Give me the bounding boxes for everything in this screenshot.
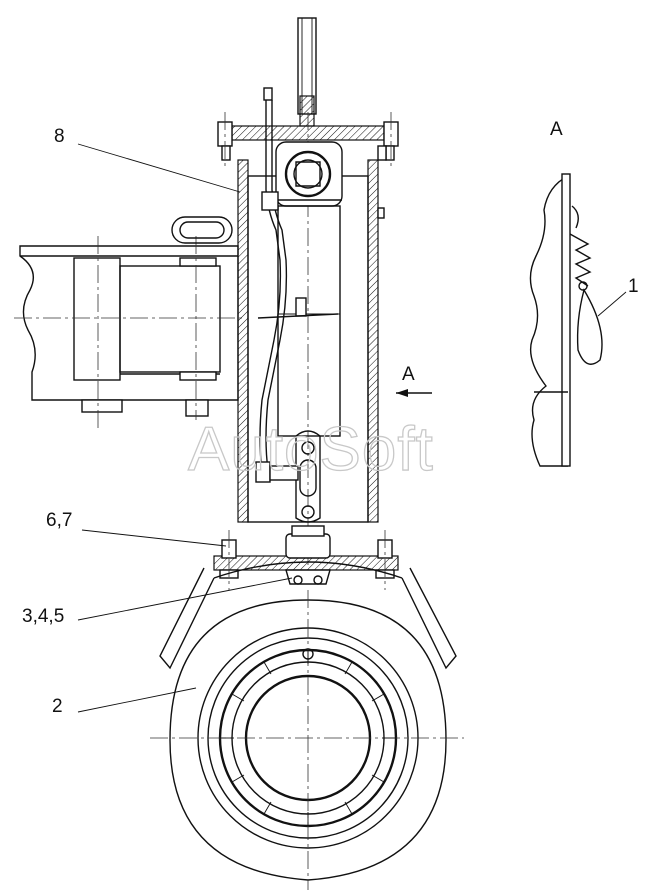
lower-clevis xyxy=(295,430,321,523)
mounting-bracket xyxy=(14,236,244,430)
housing-fittings xyxy=(377,145,387,219)
leader-lines xyxy=(77,143,627,713)
adjusting-rod xyxy=(297,17,317,127)
label-part-2: 2 xyxy=(52,696,63,717)
view-arrow-label: A xyxy=(402,364,415,385)
label-part-8: 8 xyxy=(54,126,65,147)
wheel xyxy=(150,590,464,890)
grip-handle xyxy=(171,216,233,244)
top-flange xyxy=(217,112,399,168)
detail-view-title: A xyxy=(550,119,563,140)
bottom-plate xyxy=(213,525,399,590)
label-part-6-7: 6,7 xyxy=(46,510,72,531)
piston-eye xyxy=(275,141,343,207)
detail-view-a: A xyxy=(529,119,603,467)
hydraulic-hose xyxy=(255,87,299,483)
wheel-guard xyxy=(159,561,457,670)
view-direction-arrow: A xyxy=(396,364,432,397)
watermark: AutoSoft xyxy=(188,415,434,484)
label-part-3-4-5: 3,4,5 xyxy=(22,606,64,627)
inner-piston xyxy=(257,205,341,437)
label-part-1: 1 xyxy=(628,276,639,297)
